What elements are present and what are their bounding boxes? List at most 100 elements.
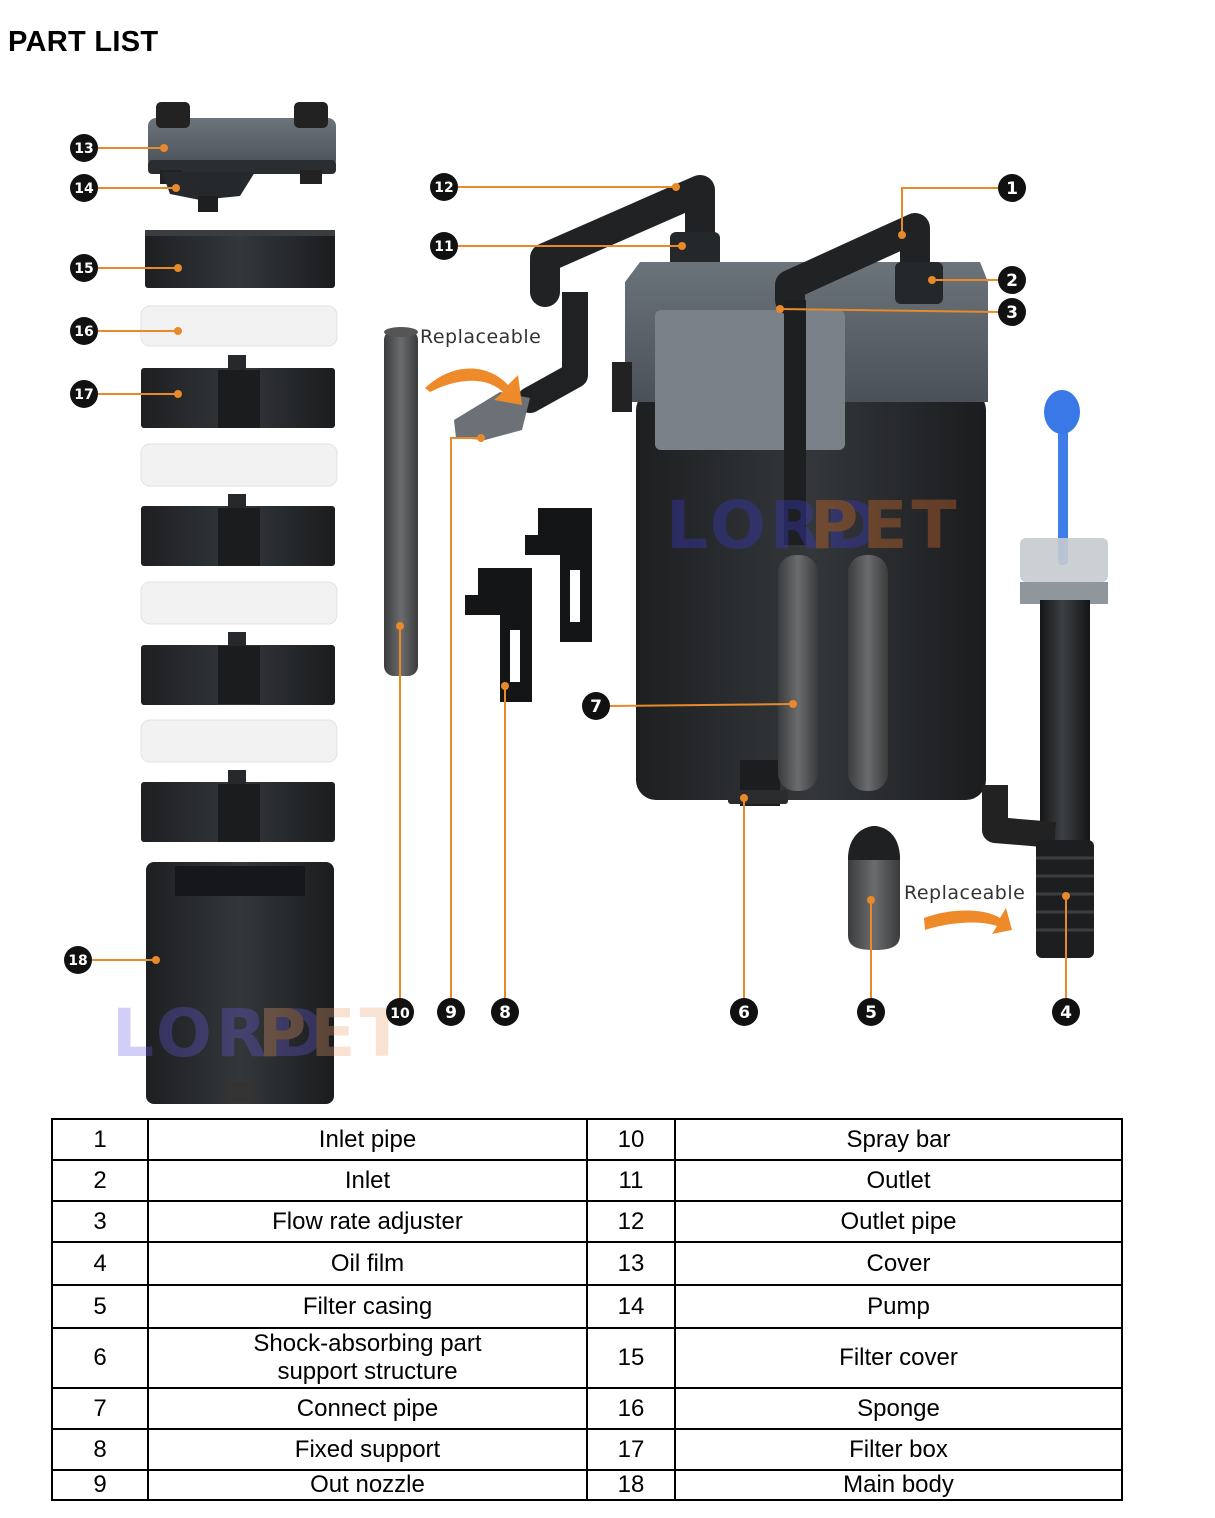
- part-name: Out nozzle: [147, 1469, 588, 1501]
- part-number: 6: [51, 1327, 149, 1389]
- callout-1: 1: [998, 174, 1026, 202]
- svg-text:9: 9: [445, 1003, 457, 1023]
- table-row: 8 Fixed support 17 Filter box: [51, 1428, 1123, 1471]
- part-name: Main body: [674, 1469, 1123, 1501]
- callout-18: 18: [64, 946, 92, 974]
- table-row: 3 Flow rate adjuster 12 Outlet pipe: [51, 1200, 1123, 1243]
- svg-text:6: 6: [738, 1003, 750, 1023]
- svg-text:14: 14: [74, 181, 94, 197]
- pump-part: [162, 172, 255, 212]
- table-row: 6 Shock-absorbing part support structure…: [51, 1327, 1123, 1389]
- callout-8: 8: [491, 998, 519, 1026]
- filter-box-layer: [141, 770, 335, 842]
- filter-box-layer: [141, 632, 335, 705]
- main-body-part: [146, 862, 334, 1104]
- callout-11: 11: [430, 232, 458, 260]
- part-name: Inlet: [147, 1159, 588, 1202]
- sponge-layer: [140, 719, 338, 763]
- part-number: 11: [586, 1159, 676, 1202]
- parts-table: 1 Inlet pipe 10 Spray bar 2 Inlet 11 Out…: [51, 1118, 1123, 1501]
- part-name: Outlet: [674, 1159, 1123, 1202]
- filter-box-part: [141, 355, 335, 428]
- part-name-line: Shock-absorbing part: [253, 1330, 482, 1357]
- callout-12: 12: [430, 173, 458, 201]
- replaceable-label: Replaceable: [420, 326, 541, 348]
- part-number: 4: [51, 1241, 149, 1286]
- callout-7: 7: [582, 692, 610, 720]
- part-name: Oil film: [147, 1241, 588, 1286]
- oil-film-part: [982, 390, 1108, 958]
- part-number: 8: [51, 1428, 149, 1471]
- svg-text:PET: PET: [258, 995, 408, 1072]
- callout-15: 15: [70, 254, 98, 282]
- connect-pipe-part: [778, 555, 888, 791]
- filter-cover-part: [145, 230, 335, 288]
- callout-4: 4: [1052, 998, 1080, 1026]
- part-name: Cover: [674, 1241, 1123, 1286]
- replaceable-arrow-icon: [924, 908, 1012, 934]
- callout-3: 3: [998, 298, 1026, 326]
- part-number: 7: [51, 1387, 149, 1430]
- part-name-line: support structure: [277, 1358, 458, 1385]
- parts-diagram: Replaceable Replaceable: [64, 102, 1108, 1104]
- callout-17: 17: [70, 380, 98, 408]
- sponge-part: [140, 305, 338, 347]
- svg-text:7: 7: [590, 697, 602, 717]
- part-name: Connect pipe: [147, 1387, 588, 1430]
- part-number: 12: [586, 1200, 676, 1243]
- callout-2: 2: [998, 266, 1026, 294]
- part-name: Inlet pipe: [147, 1118, 588, 1161]
- callout-5: 5: [857, 998, 885, 1026]
- callout-14: 14: [70, 174, 98, 202]
- part-number: 5: [51, 1284, 149, 1329]
- watermark-lordpet: LORD PET: [112, 995, 408, 1072]
- table-row: 7 Connect pipe 16 Sponge: [51, 1387, 1123, 1430]
- part-number: 3: [51, 1200, 149, 1243]
- callout-13: 13: [70, 134, 98, 162]
- svg-text:15: 15: [74, 261, 93, 277]
- part-name: Shock-absorbing part support structure: [147, 1327, 588, 1389]
- filter-casing-part: [848, 826, 900, 950]
- cover-part: [148, 102, 336, 184]
- inlet-pipe-part: [775, 213, 943, 545]
- part-name: Outlet pipe: [674, 1200, 1123, 1243]
- part-number: 14: [586, 1284, 676, 1329]
- svg-text:4: 4: [1060, 1003, 1072, 1023]
- sponge-layer: [140, 581, 338, 625]
- callout-16: 16: [70, 317, 98, 345]
- table-row: 4 Oil film 13 Cover: [51, 1241, 1123, 1286]
- table-row: 1 Inlet pipe 10 Spray bar: [51, 1118, 1123, 1161]
- part-name: Sponge: [674, 1387, 1123, 1430]
- leader-lines: [92, 144, 1070, 998]
- part-number: 18: [586, 1469, 676, 1501]
- out-nozzle-part: [454, 392, 530, 440]
- part-number: 16: [586, 1387, 676, 1430]
- svg-text:3: 3: [1006, 303, 1018, 323]
- svg-text:13: 13: [74, 141, 93, 157]
- svg-text:16: 16: [74, 324, 93, 340]
- svg-text:PET: PET: [810, 487, 960, 564]
- part-number: 10: [586, 1118, 676, 1161]
- sponge-layer: [140, 443, 338, 487]
- svg-text:11: 11: [434, 239, 453, 255]
- svg-text:LORD: LORD: [112, 995, 329, 1072]
- table-row: 9 Out nozzle 18 Main body: [51, 1469, 1123, 1501]
- part-number: 2: [51, 1159, 149, 1202]
- part-name: Pump: [674, 1284, 1123, 1329]
- watermark-lordpet: LORD PET: [666, 487, 960, 564]
- svg-text:12: 12: [434, 180, 453, 196]
- part-number: 17: [586, 1428, 676, 1471]
- part-name: Filter casing: [147, 1284, 588, 1329]
- table-row: 2 Inlet 11 Outlet: [51, 1159, 1123, 1202]
- part-name: Spray bar: [674, 1118, 1123, 1161]
- fixed-support-part: [465, 508, 592, 702]
- callout-10: 10: [386, 998, 414, 1026]
- part-number: 15: [586, 1327, 676, 1389]
- page-title: PART LIST: [8, 26, 159, 58]
- outlet-pipe-part: [517, 175, 720, 413]
- svg-text:2: 2: [1006, 271, 1018, 291]
- part-name: Filter cover: [674, 1327, 1123, 1389]
- svg-text:5: 5: [865, 1003, 877, 1023]
- svg-text:17: 17: [74, 387, 93, 403]
- part-number: 1: [51, 1118, 149, 1161]
